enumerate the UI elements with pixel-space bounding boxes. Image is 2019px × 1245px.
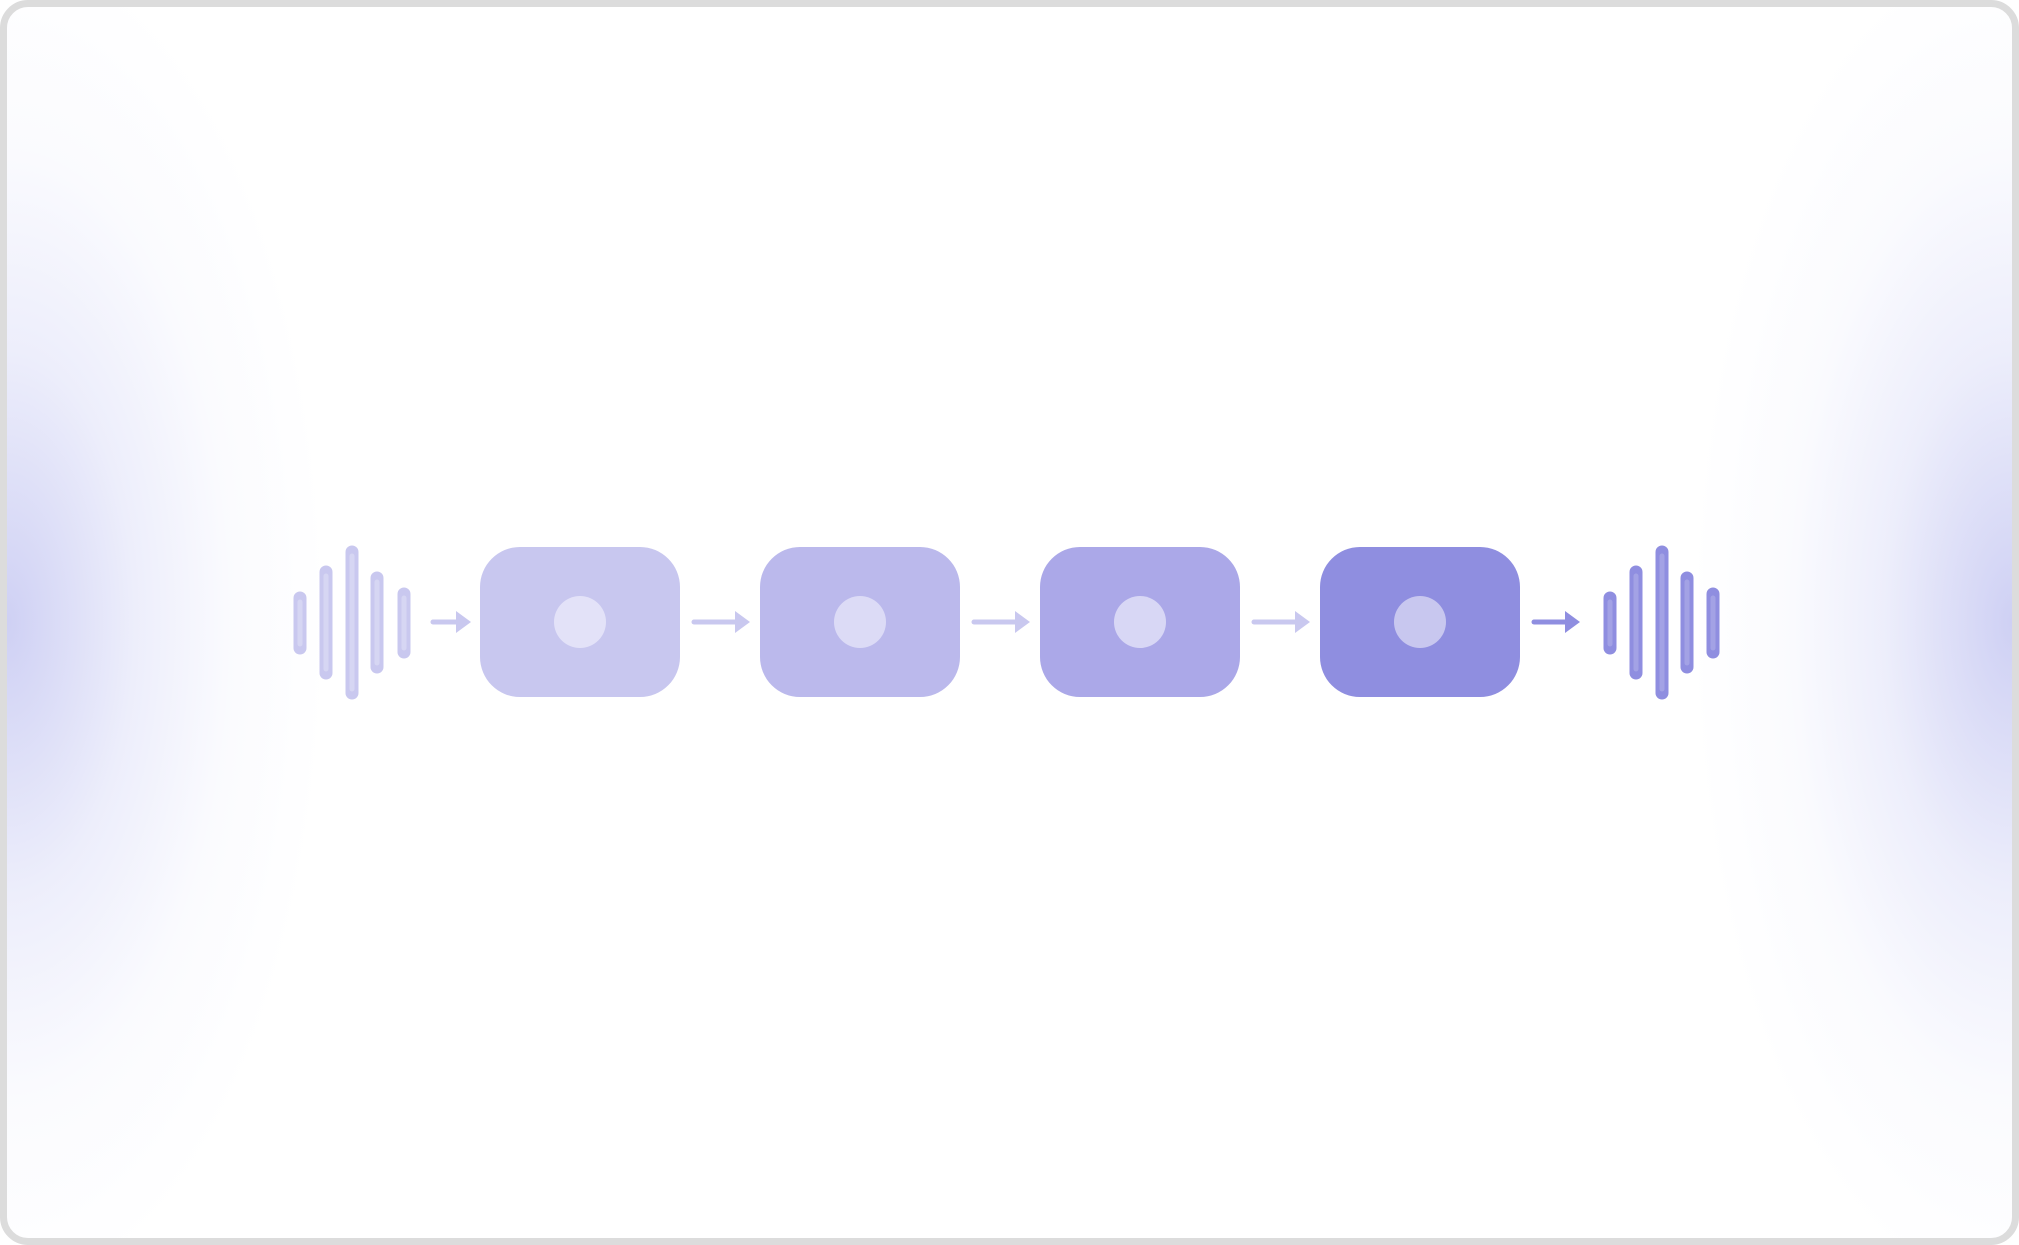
circle-icon [834,596,886,648]
output-waveform-inner [1607,553,1716,692]
processing-block-3 [1040,547,1240,697]
left-glow [7,7,327,1238]
input-waveform-inner [297,553,407,692]
processing-block-2 [760,547,960,697]
right-glow [1692,7,2012,1238]
arrow-right-icon [1251,611,1310,633]
pipeline-diagram [293,545,1720,700]
circle-icon [554,596,606,648]
output-waveform-icon [1603,545,1720,700]
arrow-right-icon [430,611,471,633]
arrow-right-icon [971,611,1030,633]
input-waveform-icon [293,545,411,700]
processing-block-1 [480,547,680,697]
circle-icon [1114,596,1166,648]
circle-icon [1394,596,1446,648]
processing-block-4 [1320,547,1520,697]
arrow-right-icon [1531,611,1580,633]
arrow-right-icon [691,611,750,633]
